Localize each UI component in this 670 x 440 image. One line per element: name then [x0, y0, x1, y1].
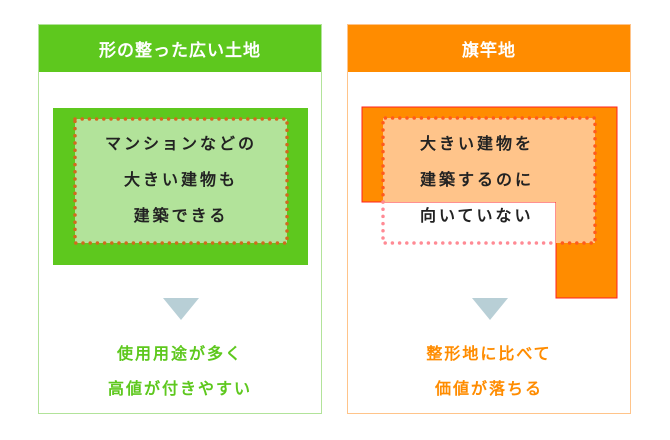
regular-land-description: マンションなどの 大きい建物も 建築できる: [75, 126, 287, 234]
flag-building-outline: [381, 116, 597, 245]
arrow-down-icon: [472, 298, 508, 320]
flag-lot-title: 旗竿地: [348, 25, 630, 72]
flag-lot-panel: 旗竿地: [347, 24, 631, 414]
description-line: 建築するのに: [420, 170, 535, 189]
result-line: 価値が落ちる: [434, 379, 543, 398]
flag-building-area: [383, 118, 595, 243]
result-line: 整形地に比べて: [426, 344, 552, 363]
regular-building-area: [73, 117, 289, 245]
result-line: 使用用途が多く: [116, 344, 243, 363]
description-line: 向いていない: [420, 206, 534, 225]
flag-lot-result: 整形地に比べて 価値が落ちる: [347, 336, 631, 406]
arrow-down-icon: [163, 298, 199, 320]
regular-land-panel: 形の整った広い土地: [38, 24, 322, 414]
description-line: 大きい建物を: [420, 134, 535, 153]
description-line: 建築できる: [133, 206, 229, 225]
description-line: 大きい建物も: [123, 170, 238, 189]
flag-lot-description: 大きい建物を 建築するのに 向いていない: [420, 126, 560, 234]
regular-land-title: 形の整った広い土地: [39, 25, 321, 72]
regular-land-result: 使用用途が多く 高値が付きやすい: [38, 336, 322, 406]
result-line: 高値が付きやすい: [107, 379, 252, 398]
description-line: マンションなどの: [104, 134, 257, 153]
flag-unbuildable-outline: [381, 200, 558, 245]
